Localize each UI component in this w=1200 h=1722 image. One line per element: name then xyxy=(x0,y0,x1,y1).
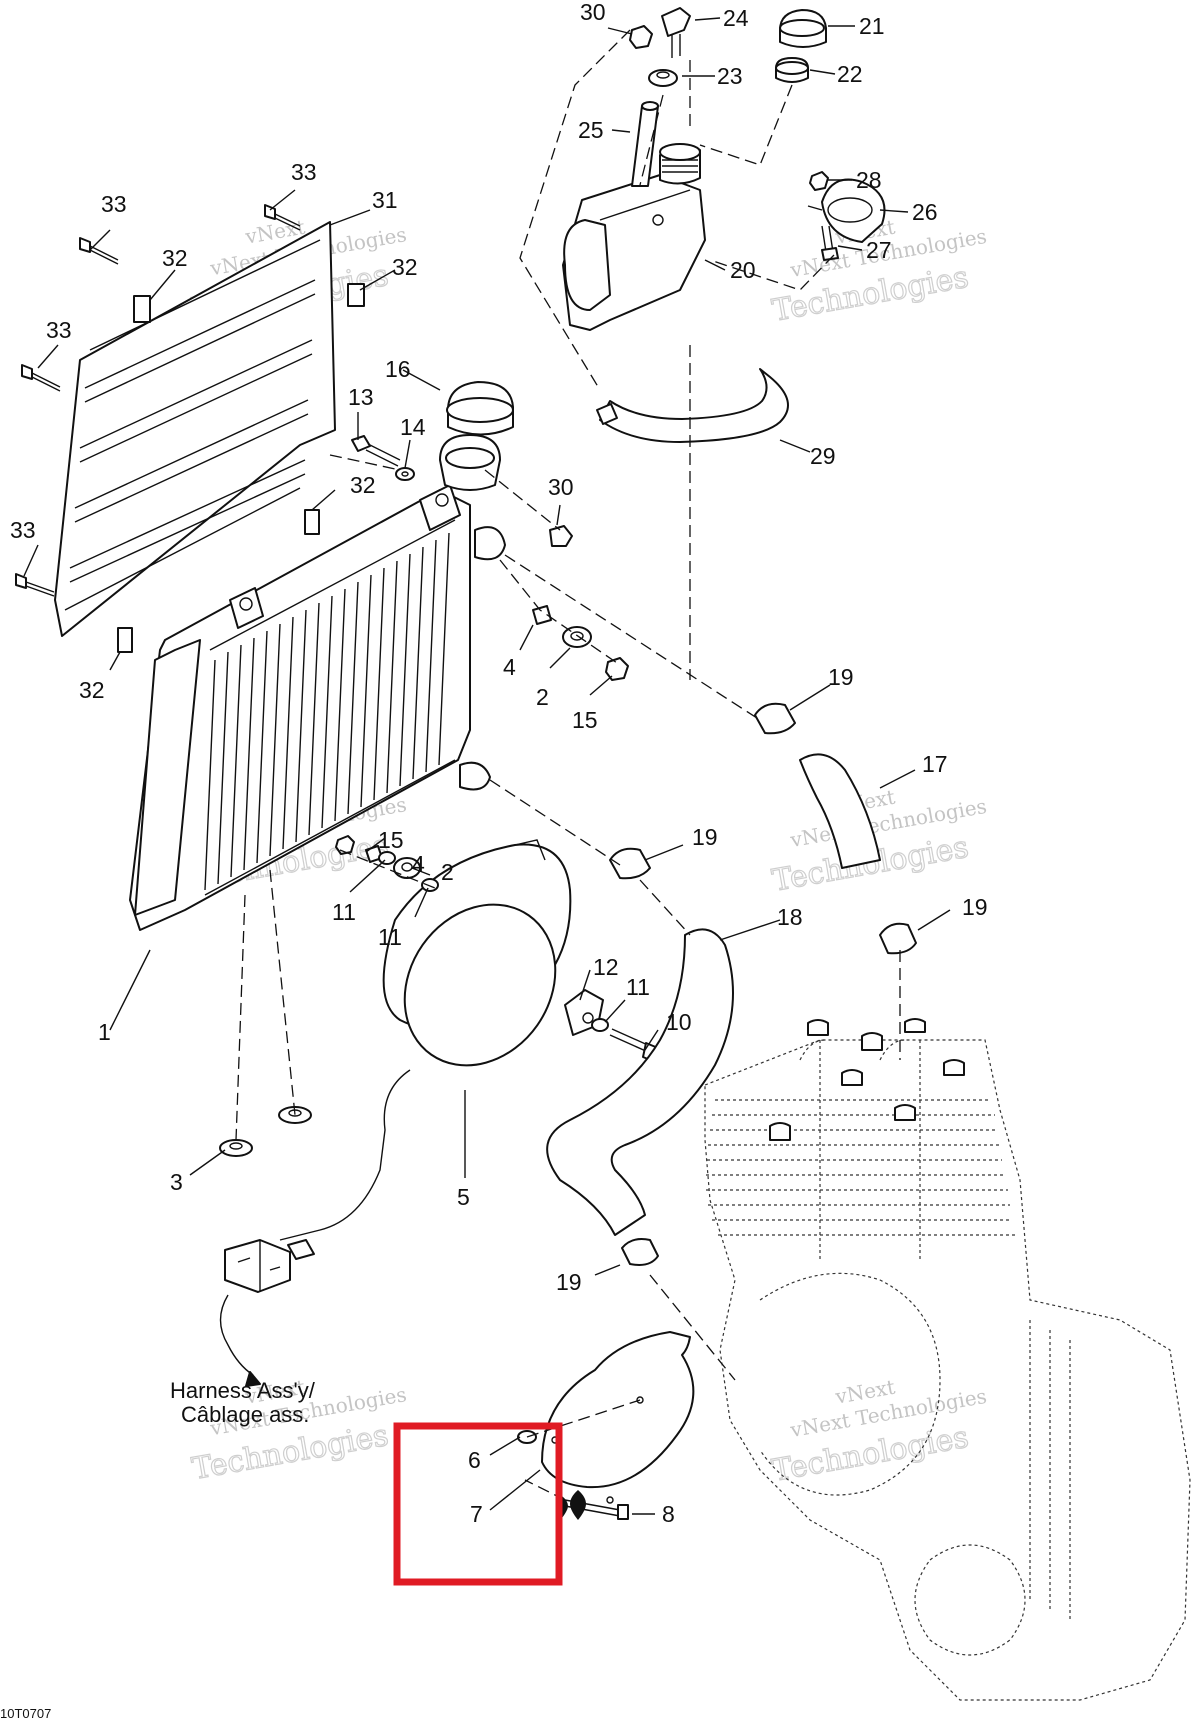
callout-19: 19 xyxy=(828,664,854,690)
fan-connector xyxy=(224,1239,315,1293)
callout-32: 32 xyxy=(79,677,105,703)
callout-4: 4 xyxy=(412,851,425,877)
engine-studs xyxy=(769,1018,965,1141)
callout-19: 19 xyxy=(962,894,988,920)
callout-31: 31 xyxy=(372,187,398,213)
radiator xyxy=(129,434,506,931)
callout-8: 8 xyxy=(662,1501,675,1527)
callout-30: 30 xyxy=(580,0,606,25)
fan-shroud xyxy=(279,839,572,1241)
spacer-4-top xyxy=(532,605,552,625)
grommet-2-bottom xyxy=(393,857,421,879)
callout-3: 3 xyxy=(170,1169,183,1195)
callout-19: 19 xyxy=(692,824,718,850)
callout-11: 11 xyxy=(378,924,402,950)
watermark-mid-right: vNext vNext Technologies Technologies xyxy=(769,785,988,900)
screw-27 xyxy=(821,225,839,261)
callout-10: 10 xyxy=(666,1009,692,1035)
callout-4: 4 xyxy=(503,654,516,680)
callout-24: 24 xyxy=(723,5,749,31)
callout-26: 26 xyxy=(912,199,938,225)
callout-33: 33 xyxy=(10,517,36,543)
callout-16: 16 xyxy=(385,356,411,382)
gasket-22 xyxy=(775,57,809,83)
svg-text:Câblage ass.: Câblage ass. xyxy=(181,1402,309,1427)
washers-11 xyxy=(378,851,609,1032)
callout-23: 23 xyxy=(717,63,743,89)
callout-13: 13 xyxy=(348,384,374,410)
callout-19: 19 xyxy=(556,1269,582,1295)
callout-32: 32 xyxy=(350,472,376,498)
callout-33: 33 xyxy=(291,159,317,185)
leader-lines xyxy=(23,17,951,1515)
hose-18 xyxy=(546,928,734,1236)
callout-22: 22 xyxy=(837,61,863,87)
nut-28 xyxy=(809,171,829,191)
radiator-cap xyxy=(446,381,514,436)
washer-14 xyxy=(395,467,415,481)
callout-2: 2 xyxy=(536,684,549,710)
watermark-bottom-right: vNext vNext Technologies Technologies xyxy=(769,1375,988,1490)
callout-32: 32 xyxy=(162,245,188,271)
svg-text:Harness Ass'y/: Harness Ass'y/ xyxy=(170,1378,316,1403)
callout-5: 5 xyxy=(457,1184,470,1210)
callout-30: 30 xyxy=(548,474,574,500)
callout-32: 32 xyxy=(392,254,418,280)
nut-15-top xyxy=(605,657,629,681)
expansion-tank xyxy=(562,143,706,331)
hose-25 xyxy=(631,101,659,187)
callout-6: 6 xyxy=(468,1447,481,1473)
callout-33: 33 xyxy=(101,191,127,217)
heat-shield xyxy=(541,1331,695,1504)
nut-30-top xyxy=(629,25,653,49)
grommet-2-top xyxy=(562,626,592,648)
callout-2: 2 xyxy=(441,859,454,885)
radiator-grille xyxy=(54,221,336,637)
callout-33: 33 xyxy=(46,317,72,343)
highlight-box xyxy=(393,1422,563,1586)
bracket-26 xyxy=(807,178,886,243)
grommets-3 xyxy=(219,1106,312,1157)
callout-7: 7 xyxy=(470,1501,483,1527)
fitting-24 xyxy=(661,7,691,58)
clip-30-mid xyxy=(549,525,573,547)
grommet-23 xyxy=(648,69,678,87)
callout-15: 15 xyxy=(378,827,404,853)
callout-14: 14 xyxy=(400,414,426,440)
callout-12: 12 xyxy=(593,954,619,980)
callouts: 1 2 2 3 4 4 5 6 7 8 10 11 11 11 12 13 14… xyxy=(10,0,988,1527)
callout-17: 17 xyxy=(922,751,948,777)
callout-1: 1 xyxy=(98,1019,111,1045)
harness-arrow xyxy=(219,1294,261,1387)
callout-27: 27 xyxy=(866,237,892,263)
watermark-top-right: vNext vNext Technologies Technologies xyxy=(769,215,988,330)
callout-11: 11 xyxy=(332,899,356,925)
overflow-hose-29 xyxy=(596,368,789,443)
callout-15: 15 xyxy=(572,707,598,733)
callout-25: 25 xyxy=(578,117,604,143)
hose-17 xyxy=(799,753,881,869)
callout-20: 20 xyxy=(730,257,756,283)
harness-label: Harness Ass'y/ Câblage ass. xyxy=(170,1378,316,1427)
engine xyxy=(704,1018,1191,1701)
callout-28: 28 xyxy=(856,167,882,193)
callout-21: 21 xyxy=(859,13,885,39)
assembly-lines xyxy=(235,29,901,1501)
callout-18: 18 xyxy=(777,904,803,930)
callout-11: 11 xyxy=(626,974,650,1000)
callout-29: 29 xyxy=(810,443,836,469)
drawing-code: 10T0707 xyxy=(0,1706,51,1721)
clamps-19 xyxy=(609,702,917,1266)
tank-cap-21 xyxy=(779,9,827,48)
bolt-13 xyxy=(351,435,401,467)
